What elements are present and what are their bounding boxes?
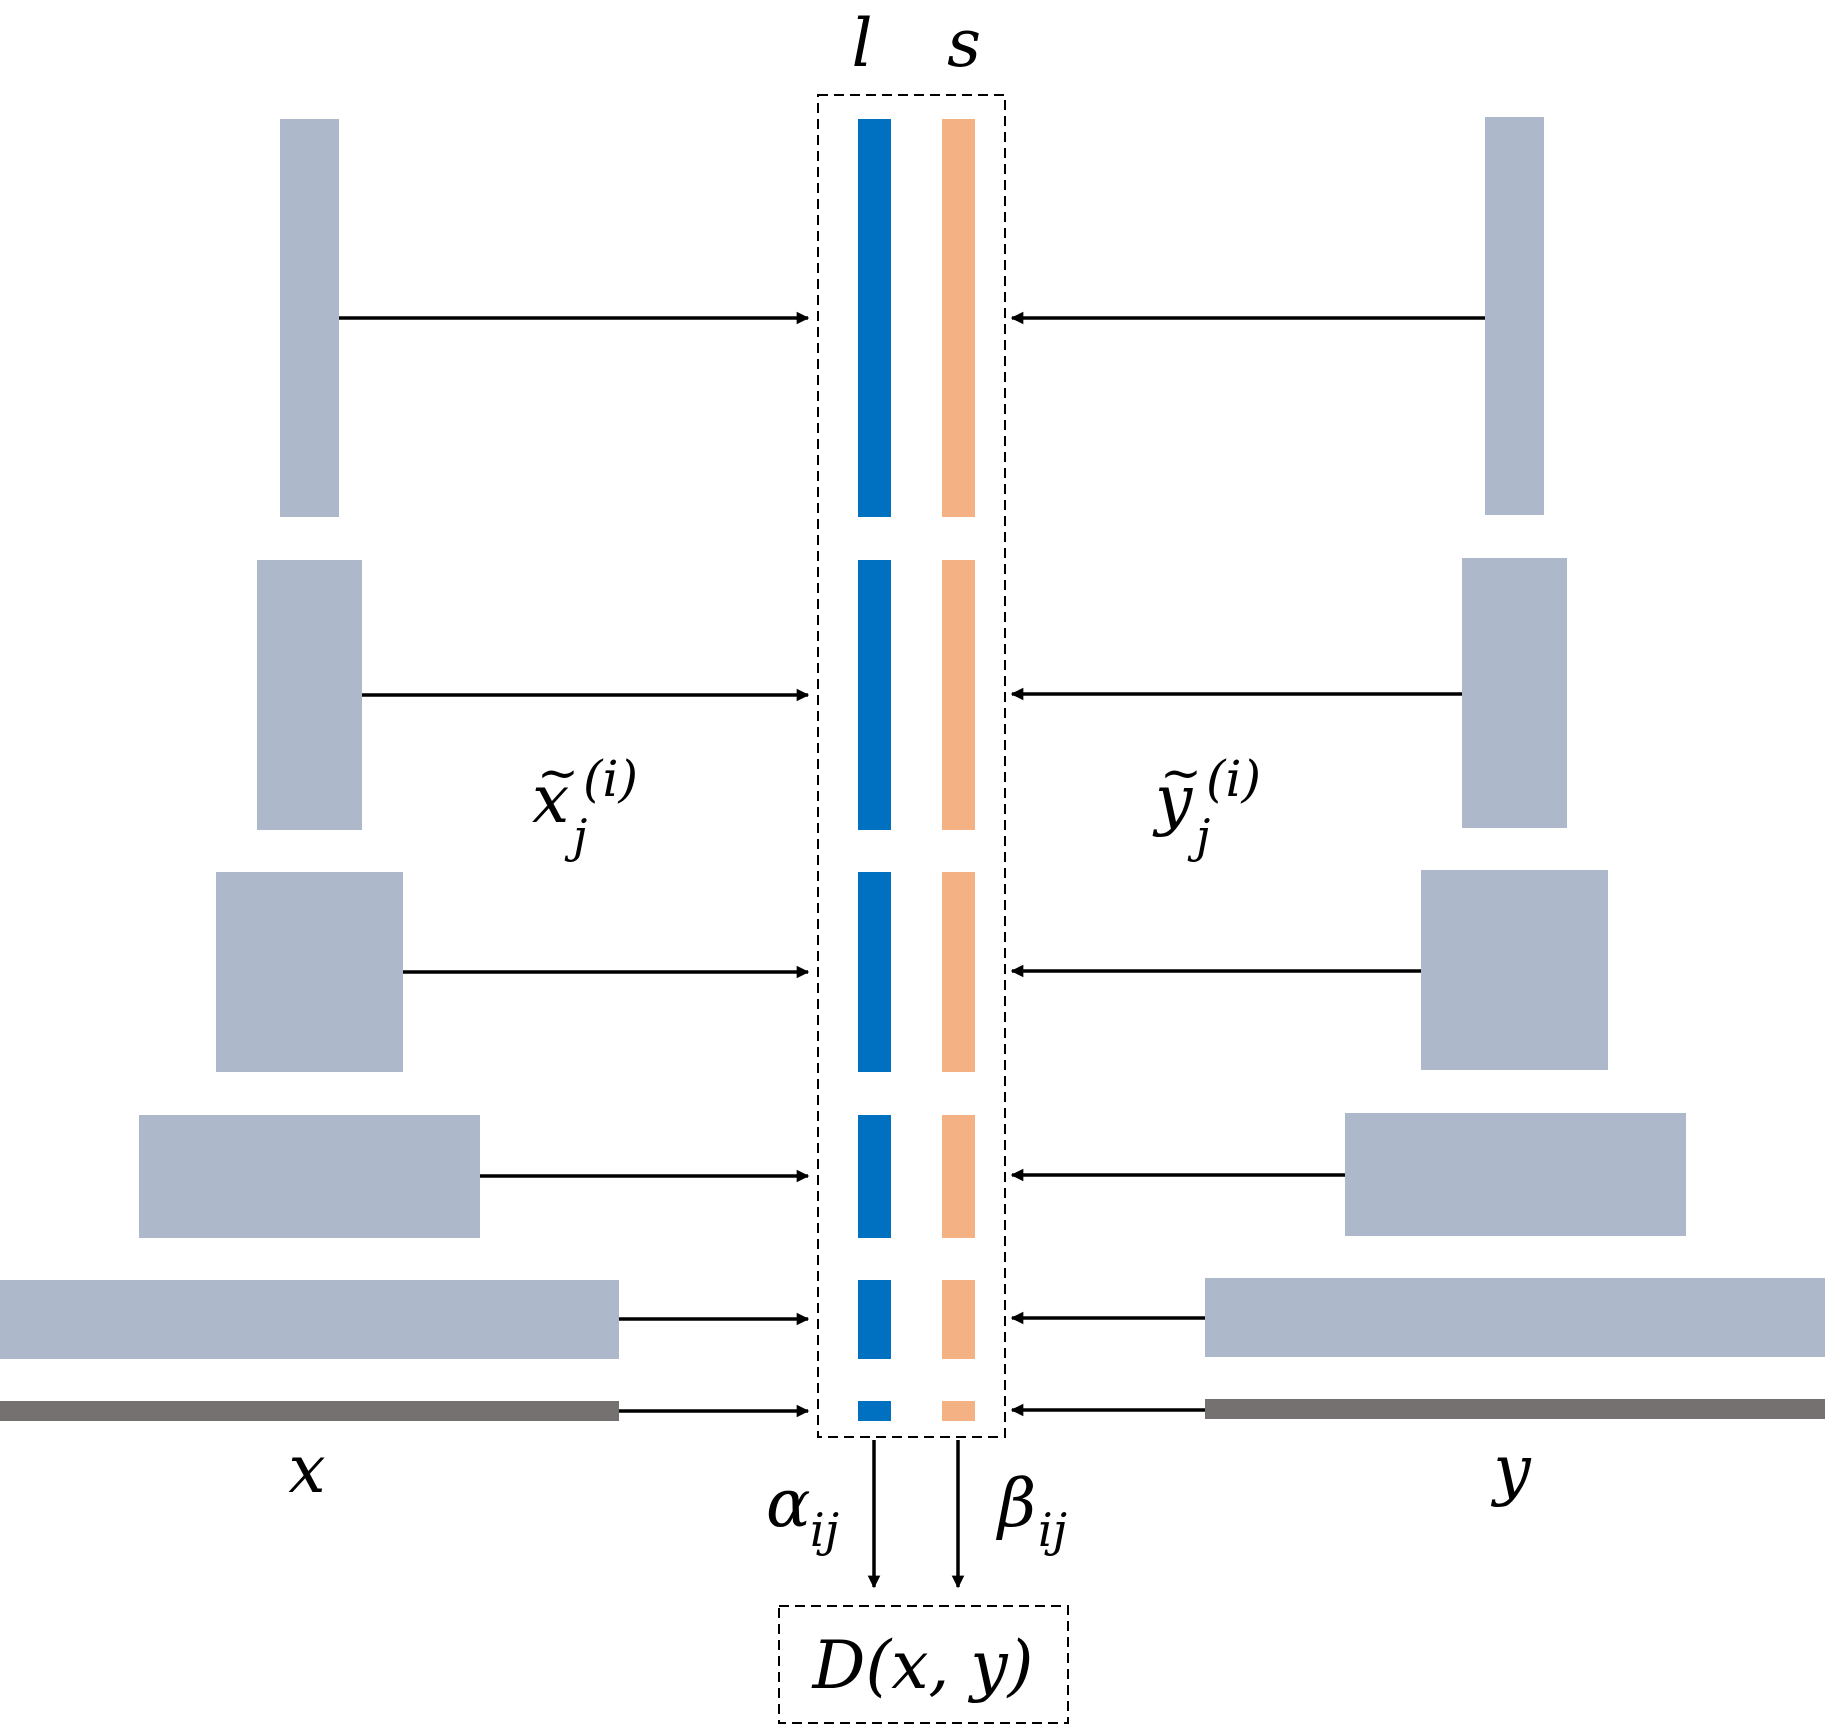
l-header-label: l — [851, 5, 872, 82]
y-feature-label: y ~ j (i) — [1152, 744, 1261, 863]
s-bar-2 — [942, 560, 975, 830]
x-feature-accent: ~ — [537, 744, 579, 802]
output-label: D(x, y) — [812, 1627, 1034, 1704]
l-bar-2 — [858, 560, 891, 830]
l-bar-4 — [858, 1115, 891, 1238]
alpha-subscript: ij — [810, 1503, 839, 1557]
output-arrows — [867, 1440, 965, 1589]
left-pyramid-level-5 — [0, 1280, 619, 1359]
left-pyramid-level-4 — [139, 1115, 480, 1238]
s-bars — [942, 119, 975, 1421]
s-bar-5 — [942, 1280, 975, 1359]
l-bar-6 — [858, 1401, 891, 1421]
left-pyramid-level-3 — [216, 872, 403, 1072]
left-feature-pyramid — [0, 119, 619, 1421]
y-feature-accent: ~ — [1160, 744, 1202, 802]
y-feature-base: y — [1152, 761, 1193, 838]
output-dashed-box — [778, 1605, 1069, 1724]
right-pyramid-level-3 — [1421, 870, 1608, 1070]
right-pyramid-level-5 — [1205, 1278, 1825, 1357]
left-pyramid-level-1 — [280, 119, 339, 517]
s-bar-4 — [942, 1115, 975, 1238]
x-feature-label: x ~ j (i) — [532, 744, 638, 863]
left-pyramid-level-2 — [257, 560, 362, 830]
y-input-label: y — [1490, 1431, 1531, 1508]
x-feature-superscript: (i) — [583, 750, 638, 808]
right-pyramid-level-2 — [1462, 558, 1567, 828]
x-input-label: x — [288, 1431, 325, 1508]
l-bar-5 — [858, 1280, 891, 1359]
l-bar-3 — [858, 872, 891, 1072]
alpha-label: α ij — [766, 1465, 839, 1557]
l-bars — [858, 119, 891, 1421]
s-bar-3 — [942, 872, 975, 1072]
s-header-label: s — [947, 5, 981, 82]
beta-subscript: ij — [1038, 1503, 1067, 1557]
right-pyramid-level-1 — [1485, 117, 1544, 515]
s-bar-1 — [942, 119, 975, 517]
s-bar-6 — [942, 1401, 975, 1421]
y-feature-superscript: (i) — [1206, 750, 1261, 808]
central-dashed-box — [817, 94, 1006, 1438]
alpha-base: α — [766, 1465, 811, 1542]
beta-label: β ij — [995, 1465, 1067, 1557]
right-arrows — [1010, 311, 1485, 1417]
x-feature-base: x — [532, 761, 569, 838]
left-input-line — [0, 1401, 619, 1421]
right-input-line — [1205, 1399, 1825, 1419]
right-feature-pyramid — [1205, 117, 1825, 1419]
beta-base: β — [995, 1465, 1036, 1542]
l-bar-1 — [858, 119, 891, 517]
right-pyramid-level-4 — [1345, 1113, 1686, 1236]
left-arrows — [339, 311, 810, 1418]
